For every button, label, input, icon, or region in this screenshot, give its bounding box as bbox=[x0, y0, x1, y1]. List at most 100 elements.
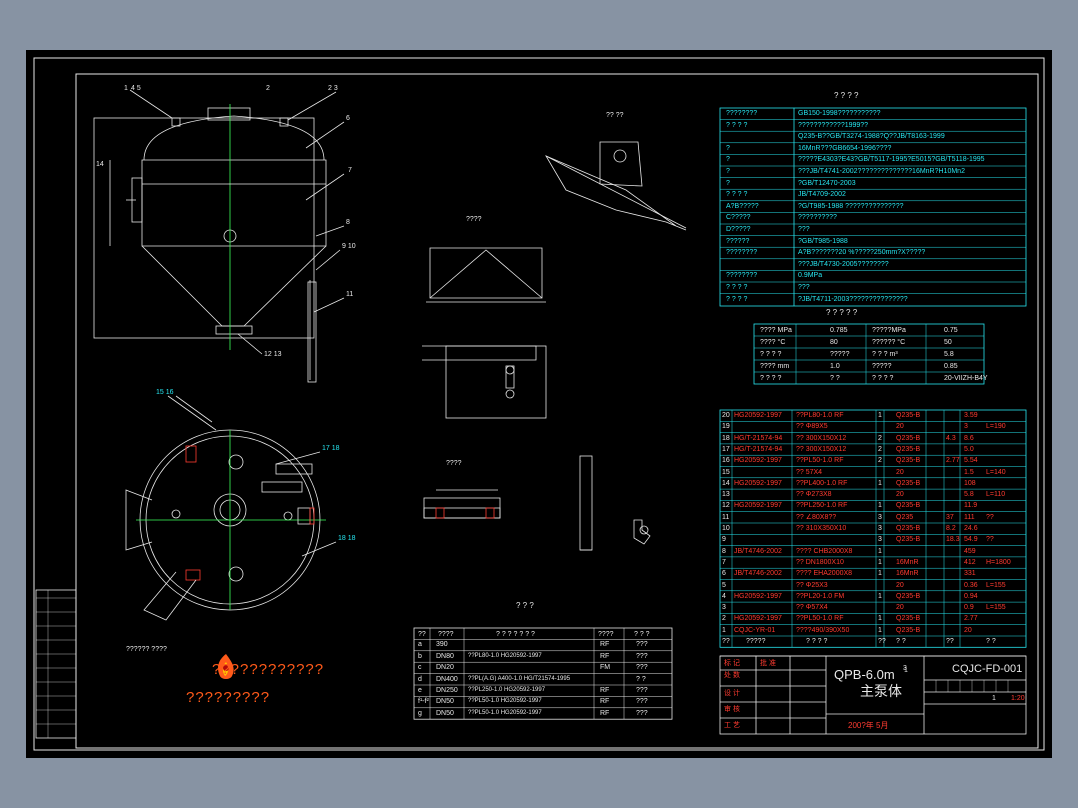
tech-row-value: ??? bbox=[798, 284, 810, 291]
part-total-weight: 5.8 bbox=[964, 491, 974, 499]
drawing-date: 200?年 5月 bbox=[848, 721, 889, 730]
part-note: L=155 bbox=[986, 581, 1006, 589]
design-label: ? ? ? ? bbox=[760, 351, 782, 358]
part-name: ?? 300X150X12 bbox=[796, 445, 847, 453]
design-data-title: ? ? ? ? ? bbox=[826, 308, 858, 317]
nozzle-face: RF bbox=[600, 641, 610, 649]
design-value: ? ? bbox=[830, 375, 840, 382]
parts-header: ? ? bbox=[896, 638, 906, 645]
part-total-weight: 111 bbox=[964, 513, 975, 521]
nozzle-header: ? ? ? bbox=[634, 631, 650, 638]
part-total-weight: 2.77 bbox=[964, 615, 978, 623]
part-name: ??PL80-1.0 RF bbox=[796, 412, 844, 419]
nozzle-dn: DN80 bbox=[436, 652, 454, 660]
part-material: Q235-B bbox=[896, 536, 921, 544]
sheet-count: 1 bbox=[904, 667, 908, 674]
leader-line bbox=[313, 297, 345, 313]
tech-row-label: ? bbox=[726, 156, 730, 164]
part-note: H=1800 bbox=[986, 558, 1011, 566]
nozzle-dn: DN250 bbox=[436, 687, 458, 694]
plan-side-nozzle bbox=[297, 507, 311, 525]
tech-row-value: ????????????1999?? bbox=[798, 121, 869, 129]
plan-small-nozzle bbox=[171, 509, 181, 519]
tech-row-label: A?B????? bbox=[726, 202, 759, 210]
part-material: Q235-B bbox=[896, 525, 921, 532]
label-count: 处 数 bbox=[724, 672, 740, 679]
plan-small-nozzle-right bbox=[283, 511, 293, 521]
design-label: ????? bbox=[872, 363, 892, 370]
logo-text-bottom: ????????? bbox=[186, 689, 271, 706]
tech-row-label: ? bbox=[726, 179, 730, 187]
part-total-weight: 459 bbox=[964, 547, 976, 555]
part-quantity: 1 bbox=[878, 558, 882, 566]
nozzle-dn: DN20 bbox=[436, 664, 454, 672]
part-number: 14 bbox=[722, 479, 730, 487]
company-logo bbox=[212, 652, 240, 682]
part-unit-weight: 2.77 bbox=[946, 457, 960, 465]
part-standard: HG20592-1997 bbox=[734, 592, 782, 600]
design-label: ???? mm bbox=[760, 363, 790, 370]
nozzle-id: b bbox=[418, 652, 422, 660]
product-model: QPB-6.0m bbox=[834, 667, 895, 682]
tech-row-label: ? bbox=[726, 168, 730, 175]
nozzle-use: ??? bbox=[636, 687, 648, 694]
part-number: 20 bbox=[722, 412, 730, 419]
part-note: L=140 bbox=[986, 468, 1006, 476]
product-volume-sup: 3 bbox=[903, 665, 907, 672]
design-value: 0.785 bbox=[830, 327, 848, 334]
part-number: 18 bbox=[722, 434, 730, 442]
callout-number: 18 18 bbox=[338, 535, 356, 542]
part-quantity: 1 bbox=[878, 626, 882, 634]
nozzle-header: ???? bbox=[438, 631, 454, 638]
section-c-weld-a bbox=[435, 507, 445, 519]
part-number: 1 bbox=[722, 626, 726, 634]
design-value: 50 bbox=[944, 339, 952, 346]
nozzle-use: ??? bbox=[636, 709, 648, 717]
part-quantity: 3 bbox=[878, 513, 882, 521]
label-craft: 工 艺 bbox=[724, 722, 740, 729]
nozzle-header: ? ? ? ? ? ? ? bbox=[496, 631, 535, 638]
nozzle-dn: DN50 bbox=[436, 698, 454, 706]
part-standard: HG20592-1997 bbox=[734, 412, 782, 419]
nozzle-face: FM bbox=[600, 664, 611, 672]
leader-line bbox=[305, 173, 345, 201]
nozzle-dn: DN50 bbox=[436, 709, 454, 717]
tech-row-value: ??? bbox=[798, 226, 810, 233]
top-manway bbox=[207, 107, 251, 121]
support-leg-body bbox=[307, 281, 317, 383]
leader-line bbox=[287, 91, 337, 121]
part-total-weight: 331 bbox=[964, 570, 976, 578]
part-number: 9 bbox=[722, 536, 726, 544]
nozzle-standard: ??PL50-1.0 HG20592-1997 bbox=[468, 698, 542, 705]
parts-table-border bbox=[719, 409, 1027, 648]
nozzle-use: ??? bbox=[636, 664, 648, 672]
callout-number: 14 bbox=[96, 161, 104, 168]
part-total-weight: 1.5 bbox=[964, 468, 974, 476]
nozzle-dn: 390 bbox=[436, 641, 448, 649]
part-material: Q235-B bbox=[896, 615, 921, 623]
part-number: 8 bbox=[722, 547, 726, 555]
tech-requirements-title: ? ? ? ? bbox=[834, 91, 859, 100]
callout-number: 4 5 bbox=[131, 85, 141, 92]
leader-line bbox=[129, 89, 173, 119]
label-design: 设 计 bbox=[724, 690, 740, 697]
part-name: ??PL250-1.0 RF bbox=[796, 502, 848, 510]
vessel-top-head bbox=[143, 115, 325, 161]
part-number: 10 bbox=[722, 525, 730, 532]
revision-strip bbox=[35, 589, 77, 739]
nozzle-id: e bbox=[418, 687, 422, 694]
design-value: 1.0 bbox=[830, 363, 840, 370]
plan-support-b bbox=[125, 489, 153, 551]
elevation-box bbox=[93, 117, 315, 339]
parts-header: ????? bbox=[746, 638, 766, 645]
tech-row-value: ?????????? bbox=[798, 214, 837, 222]
vessel-shell bbox=[141, 159, 327, 247]
part-standard: HG20592-1997 bbox=[734, 479, 782, 487]
part-standard: HG20592-1997 bbox=[734, 502, 782, 510]
plan-lug-a bbox=[275, 463, 313, 475]
part-unit-weight: 37 bbox=[946, 513, 954, 521]
part-quantity: 1 bbox=[878, 547, 882, 555]
leader-line bbox=[237, 333, 263, 355]
part-material: 20 bbox=[896, 468, 904, 476]
part-total-weight: 3.59 bbox=[964, 412, 978, 419]
